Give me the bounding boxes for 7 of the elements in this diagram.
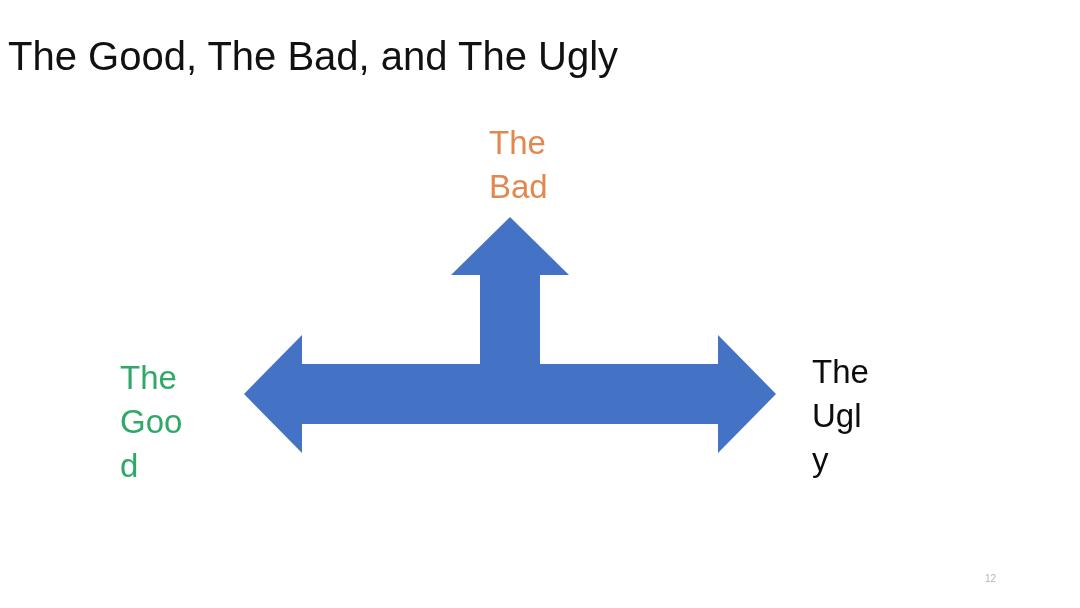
page-number: 12 [985, 573, 997, 585]
text-label: The Ugly [812, 350, 872, 482]
text-label: The Good [120, 356, 190, 488]
block-arrow [244, 335, 510, 453]
text-label: The Bad [489, 121, 559, 209]
block-arrow [510, 335, 776, 453]
slide-title: The Good, The Bad, and The Ugly [8, 33, 619, 80]
